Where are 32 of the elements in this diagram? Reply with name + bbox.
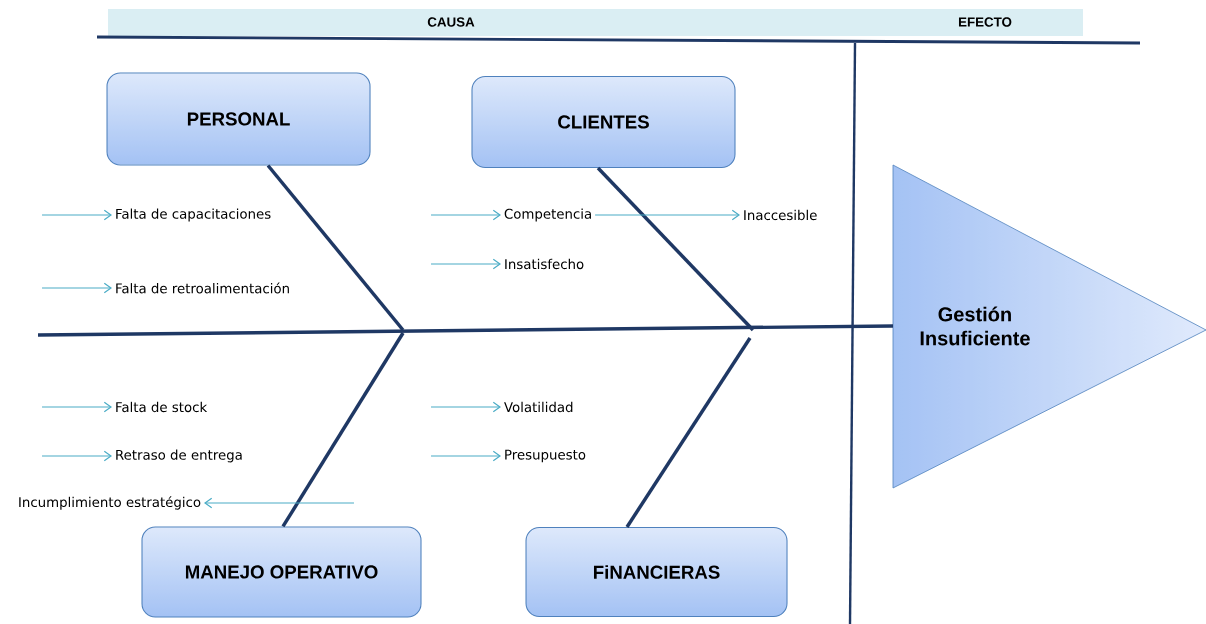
- effect-triangle: Gestión Insuficiente: [892, 164, 1206, 489]
- arrow: [41, 450, 112, 462]
- header-label: CAUSA: [427, 17, 475, 27]
- arrow: [430, 450, 501, 462]
- arrow: [41, 209, 112, 221]
- cause-label: Volatilidad: [504, 401, 573, 413]
- arrow: [430, 258, 501, 270]
- cause-label: Inaccesible: [744, 209, 817, 221]
- arrow: [204, 497, 355, 509]
- fishbone-line: [38, 324, 894, 337]
- cause-label: Falta de capacitaciones: [116, 208, 271, 222]
- category-box: CLIENTES: [471, 75, 736, 169]
- cause-label: Retraso de entrega: [116, 449, 242, 463]
- arrow: [430, 401, 501, 413]
- cause-label: Incumplimiento estratégico: [19, 496, 201, 510]
- arrow: [41, 401, 112, 413]
- fishbone-line: [281, 332, 405, 528]
- cause-label: Falta de retroalimentación: [116, 282, 289, 294]
- fishbone-line: [266, 164, 405, 332]
- cause-label: Presupuesto: [505, 449, 586, 463]
- cause-label: Insatisfecho: [505, 258, 584, 270]
- header-label: EFECTO: [959, 17, 1012, 27]
- fishbone-line: [596, 166, 755, 332]
- cause-label: Falta de stock: [116, 401, 208, 413]
- category-box: PERSONAL: [106, 72, 371, 166]
- category-box: MANEJO OPERATIVO: [141, 526, 422, 618]
- arrow: [41, 282, 112, 294]
- category-box: FiNANCIERAS: [525, 526, 788, 617]
- cause-label: Competencia: [504, 208, 591, 222]
- arrow: [430, 209, 501, 221]
- fishbone-line: [625, 337, 752, 528]
- arrow: [594, 209, 740, 221]
